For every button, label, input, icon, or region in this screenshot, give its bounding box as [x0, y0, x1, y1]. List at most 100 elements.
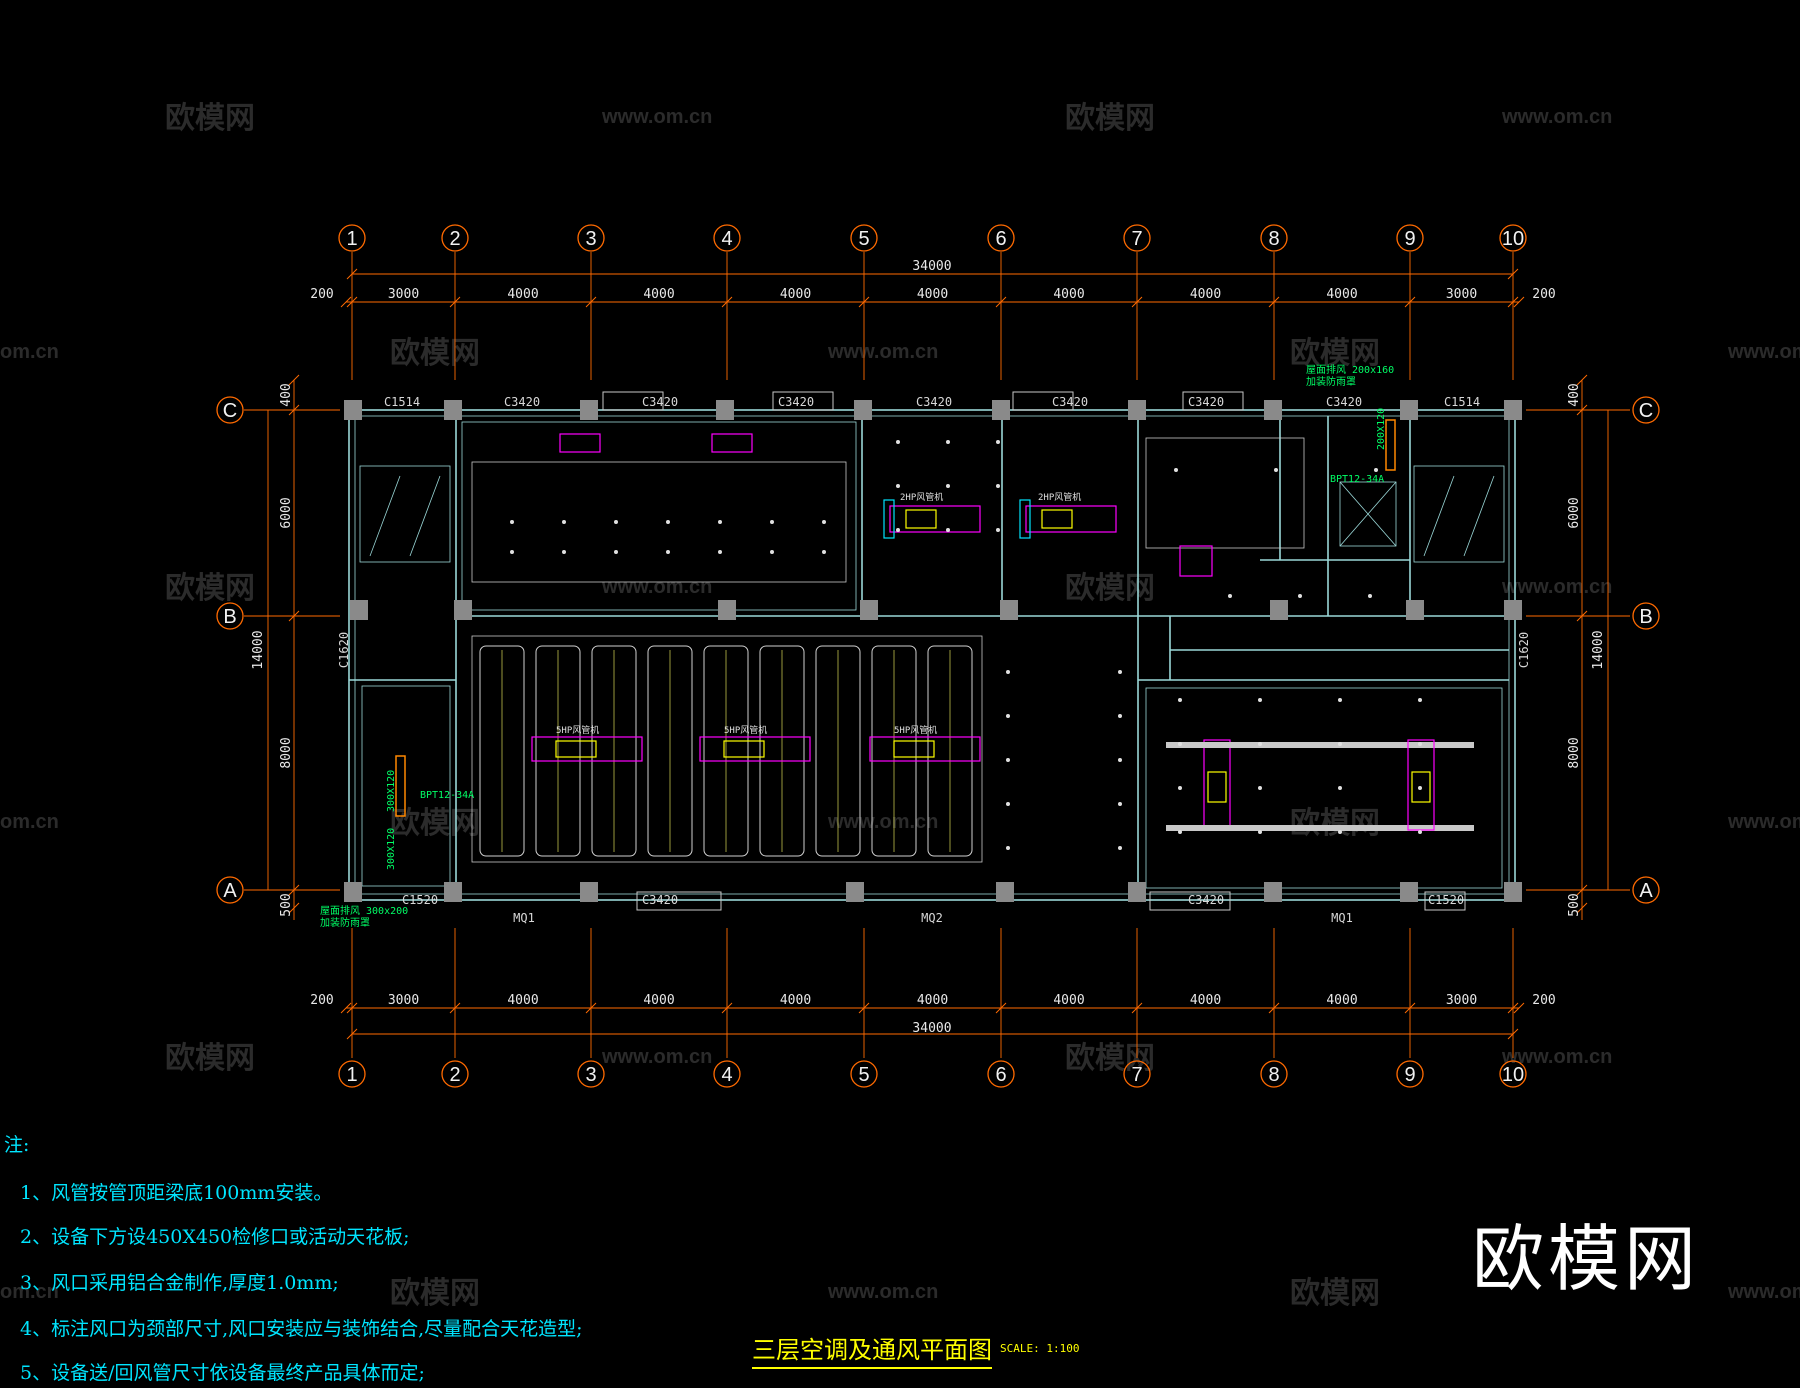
diffuser-dot: [562, 520, 566, 524]
window-label: C3420: [642, 893, 678, 907]
axis-label: 2: [449, 1064, 460, 1086]
watermark: www.om.cn: [1727, 1281, 1800, 1303]
dim-tick: [1268, 1002, 1280, 1014]
dim-tick: [288, 374, 300, 386]
door-label: MQ1: [1331, 911, 1353, 925]
unit-label: 5HP风管机: [724, 724, 767, 736]
ac-unit-3hp: [1166, 739, 1474, 831]
column: [996, 882, 1014, 902]
window-label: C3420: [1052, 395, 1088, 409]
axis-bubble: [577, 1060, 605, 1088]
column: [1504, 600, 1522, 620]
dim-tick: [346, 268, 358, 280]
column: [1264, 882, 1282, 902]
dim-text: 200: [1532, 993, 1555, 1008]
axis-bubble: [338, 1060, 366, 1088]
dim-text: 4000: [643, 287, 674, 302]
dim-tick: [1513, 1002, 1525, 1014]
window-label: C1514: [1444, 395, 1480, 409]
axis-label: A: [1639, 880, 1653, 902]
diffuser-dot: [896, 484, 900, 488]
dim-tick: [721, 296, 733, 308]
diffuser-dot: [1006, 802, 1010, 806]
diffuser-dot: [1258, 698, 1262, 702]
diffuser-dot: [1338, 786, 1342, 790]
diffuser-dot: [1118, 670, 1122, 674]
dim-tick: [1576, 610, 1588, 622]
diffuser-dot: [510, 520, 514, 524]
column: [1400, 882, 1418, 902]
axis-label: 1: [346, 228, 357, 250]
window-label: C3420: [1188, 893, 1224, 907]
light-panel: [535, 645, 581, 857]
axis-bubble: [713, 1060, 741, 1088]
note-item-1: 1、风管按管顶距梁底100mm安装。: [20, 1182, 333, 1204]
diffuser-dot: [1178, 830, 1182, 834]
axis-bubble: [1632, 602, 1660, 630]
unit-label: 2HP风管机: [1038, 491, 1081, 503]
unit-label: 2HP风管机: [900, 491, 943, 503]
diffuser-dot: [614, 520, 618, 524]
axis-label: 10: [1502, 1064, 1524, 1086]
dim-text: 400: [279, 383, 294, 406]
dim-text: 4000: [507, 287, 538, 302]
axis-label: 4: [721, 228, 732, 250]
diffuser-dot: [1178, 786, 1182, 790]
window-label: C3420: [504, 395, 540, 409]
diffuser-dot: [822, 550, 826, 554]
watermarks: 欧模网 www.om.cn 欧模网 www.om.cn om.cn 欧模网 ww…: [0, 101, 1800, 1311]
light-strips: [479, 645, 973, 857]
note-item-4: 4、标注风口为颈部尺寸,风口安装应与装饰结合,尽量配合天花造型;: [20, 1318, 583, 1340]
diffuser-dot: [896, 440, 900, 444]
column: [860, 600, 878, 620]
axis-bubble: [216, 396, 244, 424]
axis-bubble: [850, 1060, 878, 1088]
dim-tick: [288, 610, 300, 622]
window-label: C3420: [1188, 395, 1224, 409]
window-label: C3420: [916, 395, 952, 409]
dim-tick: [340, 296, 352, 308]
diffuser-dot: [510, 550, 514, 554]
dim-tick: [1404, 296, 1416, 308]
diffuser-dot: [1338, 830, 1342, 834]
note-item-2: 2、设备下方设450X450检修口或活动天花板;: [20, 1226, 410, 1248]
diffuser-dot: [1258, 786, 1262, 790]
axis-bubble: [1260, 1060, 1288, 1088]
diffuser-dot: [1228, 594, 1232, 598]
column: [1000, 600, 1018, 620]
light-panel: [759, 645, 805, 857]
diffuser-dot: [1418, 742, 1422, 746]
watermark: www.om.cn: [1727, 341, 1800, 363]
diffuser-dot: [1258, 830, 1262, 834]
diffuser-dot: [1178, 742, 1182, 746]
door-label: MQ1: [513, 911, 535, 925]
diffuser-dot: [996, 528, 1000, 532]
column: [1504, 882, 1522, 902]
axis-label: 10: [1502, 228, 1524, 250]
dim-tick: [721, 1002, 733, 1014]
watermark: www.om.cn: [1501, 1046, 1612, 1068]
building-outline: [348, 409, 1516, 901]
unit-label: 5HP风管机: [894, 724, 937, 736]
axis-bubble: [1499, 1060, 1527, 1088]
axis-bubble: [1396, 1060, 1424, 1088]
dim-total: 14000: [251, 630, 266, 669]
fan-code: BPT12-34A: [420, 790, 474, 801]
watermark: www.om.cn: [601, 106, 712, 128]
watermark: 欧模网: [390, 336, 480, 371]
dim-text: 200: [310, 993, 333, 1008]
door-label: MQ2: [921, 911, 943, 925]
light-panel: [871, 645, 917, 857]
axis-label: B: [1639, 606, 1652, 628]
watermark: om.cn: [0, 341, 59, 363]
axis-label: 6: [995, 228, 1006, 250]
window-label: C3420: [778, 395, 814, 409]
axis-bubble: [713, 224, 741, 252]
dim-tick: [1507, 1002, 1519, 1014]
light-panel: [647, 645, 693, 857]
light-panel: [703, 645, 749, 857]
diffuser-dot: [1274, 468, 1278, 472]
watermark: 欧模网: [1290, 806, 1380, 841]
ac-units: 2HP风管机 2HP风管机 5HP风管机 5HP风管机 5HP风管机: [531, 433, 1474, 831]
dim-text: 500: [279, 893, 294, 916]
